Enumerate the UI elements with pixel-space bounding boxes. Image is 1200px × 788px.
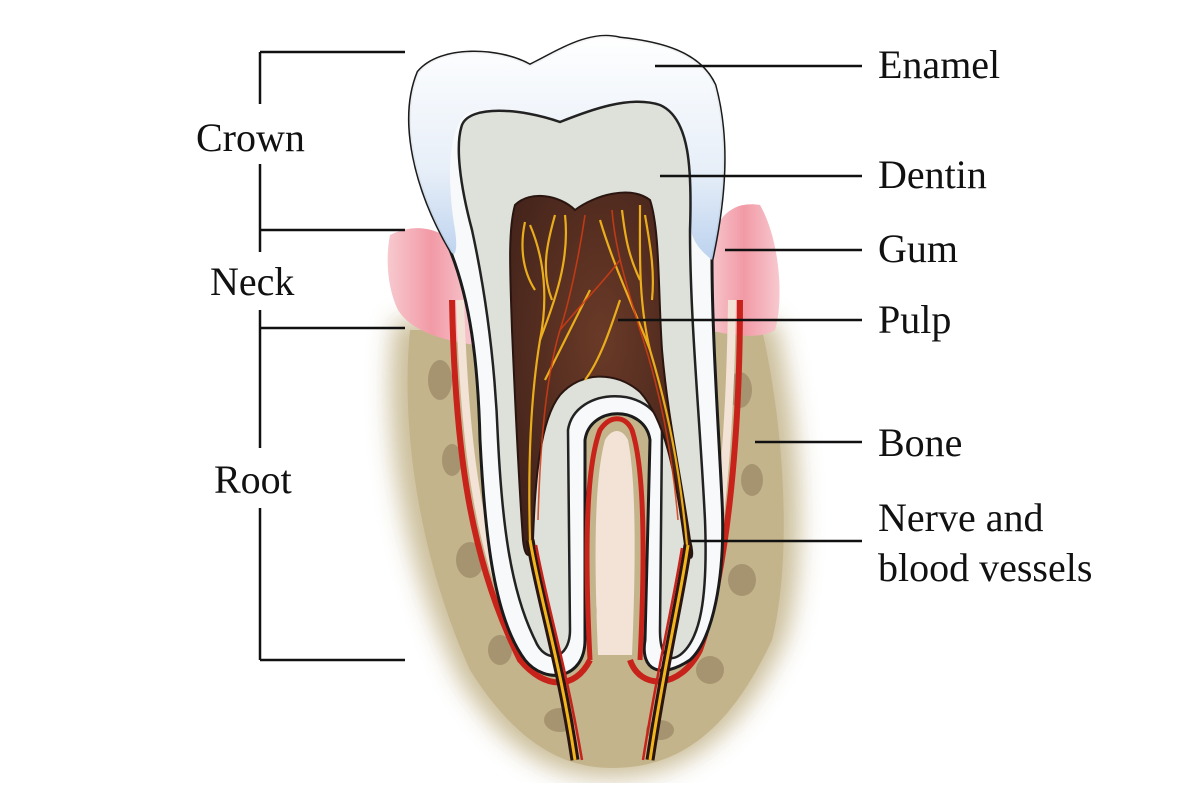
- label-crown: Crown: [196, 115, 305, 160]
- label-bone: Bone: [878, 420, 963, 465]
- pulp: [509, 191, 694, 559]
- nerve-and-blood-vessels: [525, 539, 693, 761]
- label-dentin: Dentin: [878, 152, 987, 197]
- nerve-branches: [521, 204, 689, 546]
- label-gum: Gum: [878, 226, 958, 271]
- label-nerve-line2: blood vessels: [878, 545, 1093, 590]
- label-enamel: Enamel: [878, 42, 1001, 87]
- leader-lines: [618, 64, 862, 543]
- inter-root-vessels: [584, 416, 646, 661]
- region-brackets: [258, 50, 405, 662]
- label-nerve-line1: Nerve and: [878, 495, 1044, 540]
- label-root: Root: [214, 457, 292, 502]
- label-pulp: Pulp: [878, 297, 952, 342]
- label-neck: Neck: [210, 259, 295, 304]
